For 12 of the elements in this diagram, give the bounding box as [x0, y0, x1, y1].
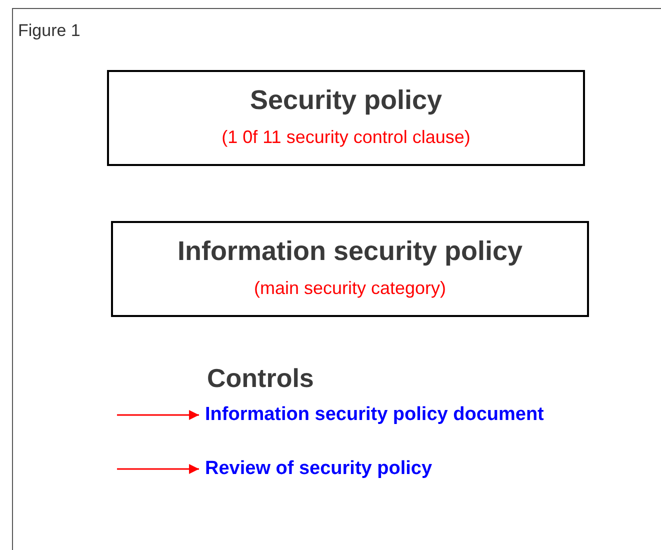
box-subtitle: (1 0f 11 security control clause) — [222, 126, 470, 148]
arrow — [117, 464, 199, 474]
box-heading: Information security policy — [177, 235, 523, 268]
box-subtitle: (main security category) — [254, 276, 446, 300]
control-item: Information security policy document — [205, 402, 544, 428]
category-box — [111, 221, 589, 317]
section-heading: Controls — [207, 362, 314, 394]
category-box — [107, 70, 585, 166]
arrow — [117, 410, 199, 420]
box-heading: Security policy — [250, 84, 442, 117]
control-item: Review of security policy — [205, 456, 432, 482]
figure-label: Figure 1 — [18, 20, 80, 42]
